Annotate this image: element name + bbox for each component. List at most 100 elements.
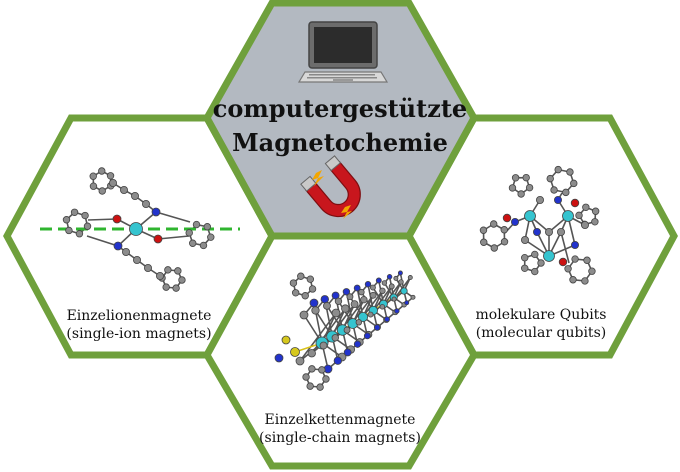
nitrogen-atom <box>320 295 329 304</box>
carbon-atom <box>391 296 397 302</box>
carbon-atom <box>581 220 590 229</box>
carbon-atom <box>358 288 365 296</box>
carbon-atom <box>360 296 368 304</box>
nitrogen-atom <box>333 356 342 365</box>
carbon-atom <box>307 349 316 358</box>
carbon-atom <box>521 264 529 272</box>
carbon-atom <box>480 238 488 246</box>
carbon-atom <box>581 277 589 285</box>
nitrogen-atom <box>151 207 161 217</box>
nitrogen-atom <box>353 284 361 292</box>
metal-atom <box>524 210 536 222</box>
carbon-atom <box>388 283 395 290</box>
carbon-atom <box>521 235 530 244</box>
carbon-atom <box>295 356 305 366</box>
nitrogen-atom <box>343 348 352 357</box>
carbon-atom <box>308 285 317 293</box>
nitrogen-atom <box>386 274 393 280</box>
carbon-atom <box>192 220 201 229</box>
carbon-atom <box>199 241 208 250</box>
left-label-line2: (single-ion magnets) <box>66 326 211 342</box>
molecule-bond <box>560 231 570 264</box>
carbon-atom <box>554 165 562 174</box>
nitrogen-atom <box>554 195 563 204</box>
carbon-atom <box>570 179 578 188</box>
molecule-molecular-qubit <box>479 165 600 285</box>
carbon-atom <box>98 167 106 175</box>
laptop-icon <box>297 21 389 83</box>
carbon-atom <box>65 226 73 235</box>
carbon-atom <box>155 271 164 280</box>
carbon-atom <box>525 183 534 192</box>
nitrogen-atom <box>309 298 319 308</box>
bottom-label-line1: Einzelkettenmagnete <box>265 412 416 428</box>
metal-atom <box>357 311 369 323</box>
carbon-atom <box>341 304 350 313</box>
carbon-atom <box>98 187 106 195</box>
carbon-atom <box>508 184 517 192</box>
sulfur-atom <box>281 335 291 345</box>
carbon-atom <box>174 267 182 275</box>
carbon-atom <box>203 223 211 231</box>
carbon-atom <box>109 178 118 187</box>
metal-atom <box>400 287 408 295</box>
carbon-atom <box>143 263 152 272</box>
carbon-atom <box>522 173 530 182</box>
molecule-bond <box>157 235 190 240</box>
carbon-atom <box>70 208 79 216</box>
carbon-atom <box>162 283 170 291</box>
carbon-atom <box>546 174 554 183</box>
center-title-line2: Magnetochemie <box>232 128 448 157</box>
nitrogen-atom <box>533 227 542 236</box>
nitrogen-atom <box>384 316 390 323</box>
carbon-atom <box>536 195 545 204</box>
carbon-atom <box>379 287 386 295</box>
molecule-atoms-right <box>479 165 600 285</box>
carbon-atom <box>89 172 97 180</box>
nitrogen-atom <box>353 340 362 348</box>
metal-atom <box>543 250 555 262</box>
carbon-atom <box>185 229 193 237</box>
carbon-atom <box>289 279 298 287</box>
hexagon-computational-magnetochemistry <box>202 0 479 240</box>
carbon-atom <box>575 211 583 220</box>
molecule-atoms-bottom <box>274 270 416 391</box>
carbon-atom <box>319 341 328 350</box>
oxygen-atom <box>153 234 163 244</box>
carbon-atom <box>164 266 172 274</box>
nitrogen-atom <box>373 324 381 331</box>
carbon-atom <box>308 365 316 373</box>
carbon-atom <box>331 308 341 318</box>
carbon-atom <box>178 276 186 284</box>
carbon-atom <box>369 291 377 299</box>
carbon-atom <box>130 191 139 200</box>
nitrogen-atom <box>364 281 372 288</box>
carbon-atom <box>122 247 131 256</box>
molecule-single-chain-magnet <box>274 270 416 391</box>
carbon-atom <box>566 168 574 176</box>
carbon-atom <box>562 188 570 197</box>
oxygen-atom <box>558 257 568 267</box>
magnet-icon <box>300 155 361 218</box>
carbon-atom <box>350 300 359 309</box>
carbon-atom <box>369 284 376 291</box>
carbon-atom <box>410 294 416 300</box>
carbon-atom <box>569 276 577 284</box>
carbon-atom <box>479 226 488 234</box>
molecule-atoms-left <box>62 167 215 292</box>
carbon-atom <box>545 227 554 236</box>
carbon-atom <box>120 185 129 194</box>
metal-atom <box>562 210 574 222</box>
carbon-atom <box>297 272 305 280</box>
oxygen-atom <box>502 213 512 223</box>
metal-atom <box>129 222 143 236</box>
nitrogen-atom <box>397 270 403 276</box>
nitrogen-atom <box>394 308 400 314</box>
left-label-line1: Einzelionenmagnete <box>67 308 212 324</box>
molecule-bond <box>87 218 118 221</box>
carbon-atom <box>81 211 89 220</box>
bottom-label-line2: (single-chain magnets) <box>259 430 421 446</box>
carbon-atom <box>89 182 98 190</box>
carbon-atom <box>531 267 539 276</box>
